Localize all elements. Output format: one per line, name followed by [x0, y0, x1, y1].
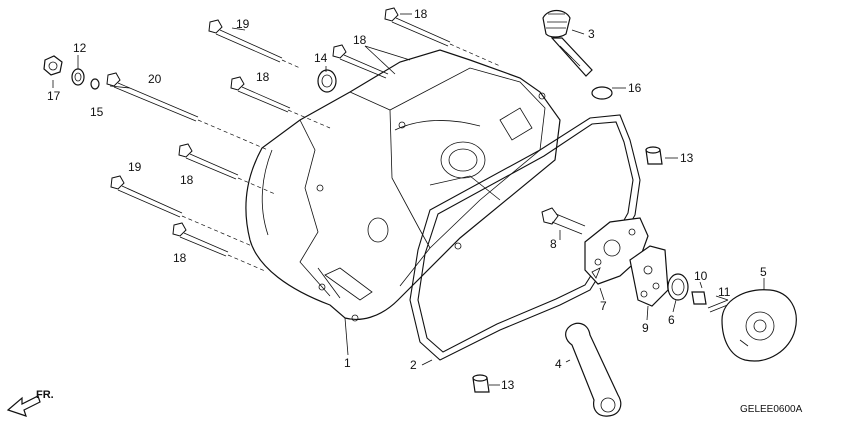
callout-2: 2	[410, 358, 417, 372]
callout-6: 6	[668, 313, 675, 327]
leader-lines	[52, 13, 765, 386]
callout-10: 10	[694, 269, 708, 283]
callout-13-top: 13	[680, 151, 694, 165]
callout-5: 5	[760, 265, 767, 279]
callout-15: 15	[90, 105, 104, 119]
callout-3: 3	[588, 27, 595, 41]
part-seal-14	[317, 69, 337, 93]
front-arrow-icon	[6, 395, 41, 417]
callout-18-second: 18	[353, 33, 367, 47]
callout-18-left: 18	[180, 173, 194, 187]
callout-12: 12	[73, 41, 87, 55]
part-oring-15	[90, 78, 100, 90]
part-dowel-13-bottom	[472, 374, 490, 393]
callout-11: 11	[718, 285, 731, 299]
part-seal-6	[667, 273, 689, 301]
callout-16: 16	[628, 81, 642, 95]
bolt-18-left	[178, 143, 239, 180]
callout-7: 7	[600, 299, 607, 313]
callout-1: 1	[344, 356, 351, 370]
bolt-18-top	[384, 7, 451, 47]
diagram-code: GELEE0600A	[740, 404, 803, 415]
front-direction-indicator: FR.	[6, 389, 54, 417]
direction-label: FR.	[36, 389, 54, 401]
bolt-18-third	[230, 76, 291, 113]
callout-labels: 1 2 3 4 5 6 7 8 9 10 11 12 13 13 14 15 1…	[47, 7, 767, 392]
bolt-20	[106, 72, 199, 122]
part-crankcase-cover	[245, 49, 561, 322]
callout-18-bottom: 18	[173, 251, 187, 265]
callout-18-third: 18	[256, 70, 270, 84]
bolt-18-second	[332, 44, 389, 79]
callout-14: 14	[314, 51, 328, 65]
bolt-group	[106, 7, 451, 257]
part-filler-cap-3	[542, 9, 593, 77]
bolt-19-top	[208, 19, 283, 63]
part-nut-17	[43, 55, 63, 76]
callout-17: 17	[47, 89, 61, 103]
callout-4: 4	[555, 357, 562, 371]
part-kick-starter-5	[721, 289, 797, 362]
alignment-lines	[181, 43, 501, 272]
part-kick-arm-4	[565, 322, 622, 417]
callout-18-top: 18	[414, 7, 428, 21]
bolt-18-bottom	[172, 222, 229, 257]
part-collar-10	[691, 291, 707, 305]
callout-20: 20	[148, 72, 162, 86]
bolt-19-left	[110, 175, 183, 218]
part-dowel-13-top	[645, 146, 663, 165]
callout-8: 8	[550, 237, 557, 251]
callout-9: 9	[642, 321, 649, 335]
part-washer-12	[71, 68, 85, 86]
callout-19-left: 19	[128, 160, 142, 174]
callout-19-top: 19	[236, 17, 250, 31]
part-oring-16	[591, 86, 613, 100]
callout-13-bottom: 13	[501, 378, 515, 392]
part-bolt-8	[541, 207, 586, 235]
